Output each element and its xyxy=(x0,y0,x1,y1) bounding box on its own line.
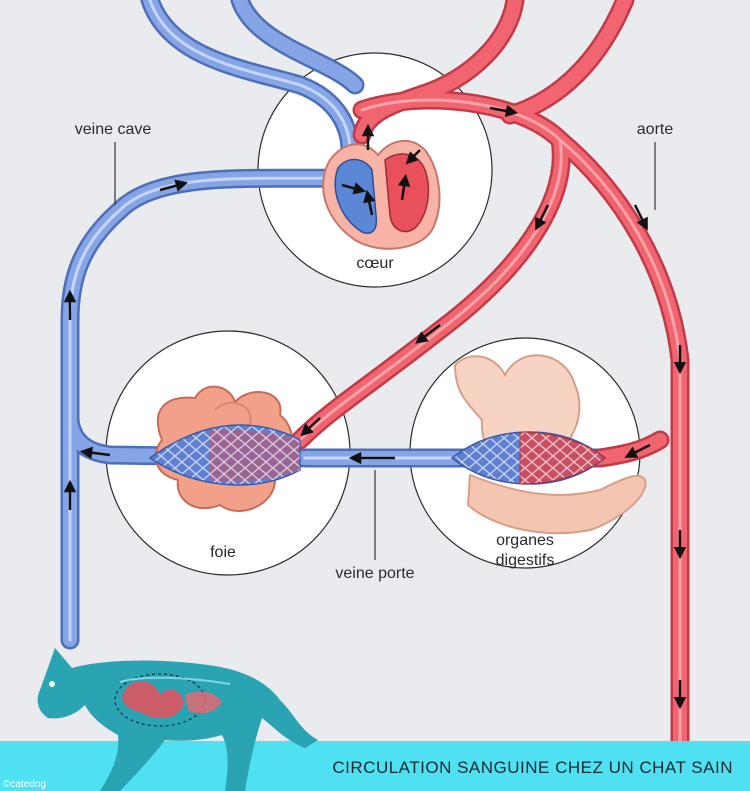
portal-vein-label: veine porte xyxy=(335,565,414,582)
arterial-system xyxy=(290,0,690,750)
cat-eye-icon xyxy=(49,681,55,687)
footer-title: CIRCULATION SANGUINE CHEZ UN CHAT SAIN xyxy=(332,758,733,777)
digestive-capillary-bed xyxy=(450,431,607,485)
liver-capillary-bed xyxy=(148,424,301,486)
credit-text: ©catedog xyxy=(3,779,46,790)
vena-cava-label: veine cave xyxy=(75,121,152,138)
cat-heart-liver-icon xyxy=(122,680,184,719)
stomach-intestine-illustration xyxy=(453,354,647,535)
heart-label: cœur xyxy=(356,255,394,272)
liver-label: foie xyxy=(210,544,236,561)
aorta-label: aorte xyxy=(637,121,674,138)
cat-vessel-lines xyxy=(119,676,231,685)
cat-silhouette xyxy=(37,648,318,791)
flow-arrows xyxy=(63,104,687,710)
digestive-label-line2: digestifs xyxy=(496,552,555,569)
heart-illustration xyxy=(322,123,441,250)
leader-lines xyxy=(114,142,656,560)
cat-digestive-icon xyxy=(185,691,222,714)
digestive-label-line1: organes xyxy=(496,532,554,549)
